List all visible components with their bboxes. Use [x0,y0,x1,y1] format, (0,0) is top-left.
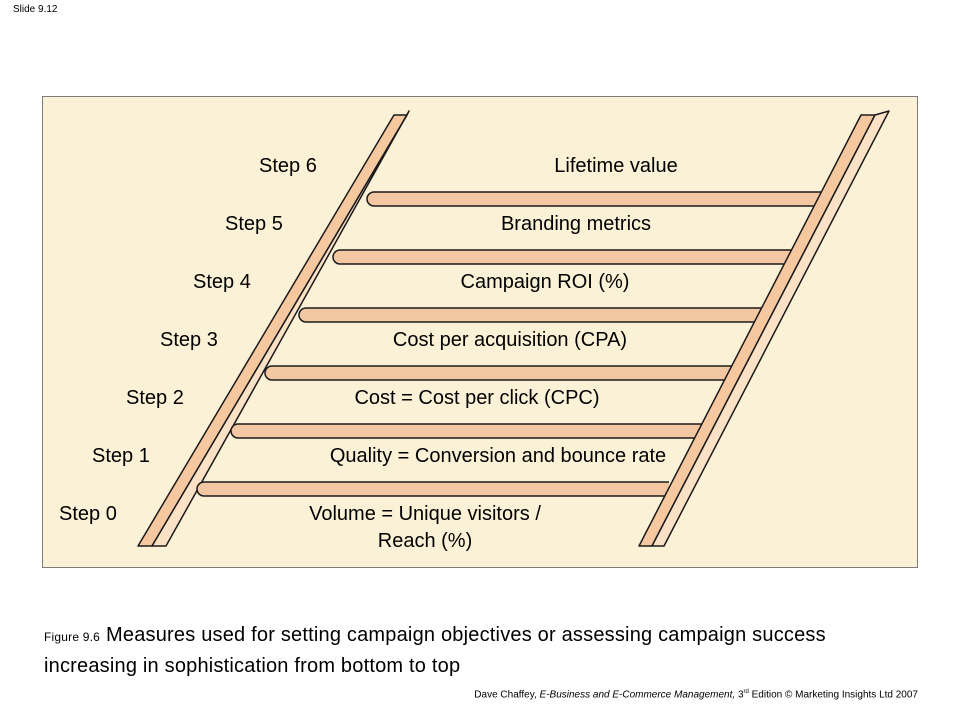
quality-label: Quality = Conversion and bounce rate [329,445,667,467]
branding-metrics-label: Branding metrics [500,213,652,235]
left-rail-side [151,110,410,547]
step-0-label: Step 0 [59,503,117,525]
ladder-rung-3 [298,307,771,323]
step-1-label: Step 1 [92,445,150,467]
step-2-label: Step 2 [126,387,184,409]
footer-citation: Dave Chaffey, E-Business and E-Commerce … [474,689,918,700]
ladder-rung-1 [366,191,838,207]
step-3-label: Step 3 [160,329,218,351]
cpa-label: Cost per acquisition (CPA) [392,329,628,351]
figure-number: Figure 9.6 [44,630,101,644]
ladder-rung-2 [332,249,805,265]
right-rail-side [651,110,890,547]
cpc-label: Cost = Cost per click (CPC) [354,387,600,409]
campaign-roi-label: Campaign ROI (%) [460,271,630,293]
ladder-rung-5 [230,423,703,439]
ladder-rung-4 [264,365,737,381]
step-6-label: Step 6 [259,155,317,177]
footer-edition-suffix: rd [743,689,749,695]
footer-edition-number: 3 [737,689,744,701]
step-5-label: Step 5 [225,213,283,235]
slide-number: Slide 9.12 [13,4,58,15]
footer-rest: Edition © Marketing Insights Ltd 2007 [751,689,918,701]
step-4-label: Step 4 [193,271,251,293]
caption-text: Measures used for setting campaign objec… [44,624,826,677]
ladder-rung-6 [196,481,669,497]
volume-label: Volume = Unique visitors / Reach (%) [309,503,541,552]
lifetime-value-label: Lifetime value [554,155,678,177]
footer-book-title: E-Business and E-Commerce Management, [539,689,736,701]
right-rail-front [638,114,876,547]
footer-author: Dave Chaffey, [474,689,537,701]
ladder-figure: Step 6 Step 5 Step 4 Step 3 Step 2 Step … [42,96,918,568]
ladder-diagram [137,110,890,547]
